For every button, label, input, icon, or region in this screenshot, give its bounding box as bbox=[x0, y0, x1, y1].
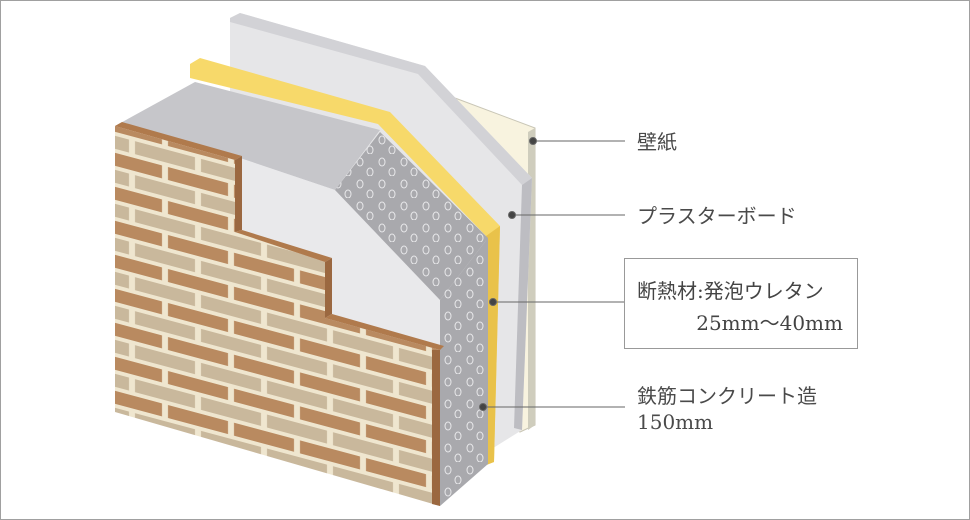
label-wallpaper: 壁紙 bbox=[637, 130, 677, 154]
insulation-layer bbox=[190, 58, 500, 466]
label-concrete-thickness: 150mm bbox=[637, 410, 714, 434]
label-plasterboard: プラスターボード bbox=[637, 204, 797, 228]
insulation-label-box: 断熱材:発泡ウレタン 25mm〜40mm bbox=[624, 258, 858, 349]
concrete-inner-face bbox=[240, 158, 440, 348]
concrete-top bbox=[115, 82, 380, 190]
label-insulation-thickness: 25mm〜40mm bbox=[696, 311, 843, 335]
concrete-dotted-side bbox=[440, 238, 488, 506]
brick-facade bbox=[115, 126, 440, 506]
label-concrete-name: 鉄筋コンクリート造 bbox=[637, 384, 817, 408]
label-insulation-name: 断熱材:発泡ウレタン bbox=[637, 279, 824, 303]
concrete-dotted-diagonal bbox=[335, 132, 488, 300]
